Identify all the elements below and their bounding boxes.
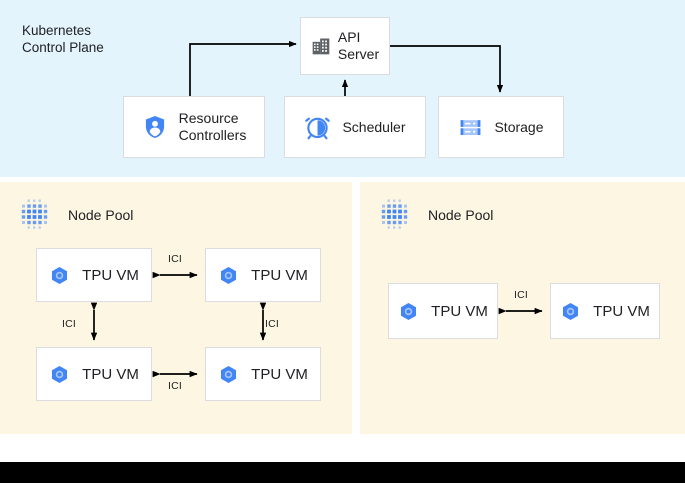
link-label-tl-tr: ICI <box>168 253 183 265</box>
tpu-vm-label: TPU VM <box>82 266 139 284</box>
tpu-vm-box[interactable]: TPU VM <box>550 283 660 339</box>
node-storage-label: Storage <box>494 118 544 135</box>
tpu-hexagon-icon <box>563 302 579 320</box>
node-pool-left-title: Node Pool <box>68 207 134 223</box>
control-plane-panel: Kubernetes Control Plane <box>0 0 685 177</box>
tpu-vm-label: TPU VM <box>251 365 308 383</box>
link-label-tl-bl: ICI <box>62 318 77 330</box>
node-pool-left-header: Node Pool <box>18 198 133 232</box>
arrow-api-server-to-storage <box>390 45 504 93</box>
tpu-vm-box[interactable]: TPU VM <box>205 248 321 302</box>
node-cluster-icon <box>21 199 48 229</box>
shield-user-icon <box>145 115 164 139</box>
node-api-server-label: API Server <box>337 29 380 62</box>
node-resource-controllers[interactable]: Resource Controllers <box>123 96 265 158</box>
node-storage[interactable]: Storage <box>438 96 564 158</box>
tpu-vm-label: TPU VM <box>593 302 650 320</box>
node-pool-right-header: Node Pool <box>378 198 493 232</box>
tpu-hexagon-icon <box>52 266 68 284</box>
tpu-hexagon-icon <box>221 365 237 383</box>
node-cluster-icon <box>381 199 408 229</box>
node-pool-right-panel: Node Pool ICI TPU VM <box>360 182 685 434</box>
tpu-hexagon-icon <box>401 302 417 320</box>
tpu-hexagon-icon <box>221 266 237 284</box>
link-label-bl-br: ICI <box>168 380 183 392</box>
tpu-vm-box[interactable]: TPU VM <box>36 248 152 302</box>
bottom-bar <box>0 462 685 483</box>
server-rack-icon <box>461 119 481 135</box>
tpu-vm-label: TPU VM <box>251 266 308 284</box>
node-scheduler[interactable]: Scheduler <box>284 96 426 158</box>
tpu-vm-box[interactable]: TPU VM <box>36 347 152 401</box>
node-pool-left-panel: Node Pool ICI ICI ICI ICI <box>0 182 352 434</box>
node-pool-right-title: Node Pool <box>428 207 494 223</box>
tpu-vm-box[interactable]: TPU VM <box>205 347 321 401</box>
node-scheduler-label: Scheduler <box>342 118 406 135</box>
tpu-vm-label: TPU VM <box>82 365 139 383</box>
tpu-vm-label: TPU VM <box>431 302 488 320</box>
link-label-tr-br: ICI <box>265 318 280 330</box>
building-icon <box>312 38 330 55</box>
alarm-clock-icon <box>305 117 331 139</box>
tpu-vm-box[interactable]: TPU VM <box>388 283 498 339</box>
node-api-server[interactable]: API Server <box>300 17 390 75</box>
arrow-resource-controllers-to-api-server <box>189 40 297 96</box>
node-resource-controllers-label: Resource Controllers <box>178 110 247 143</box>
control-plane-title: Kubernetes Control Plane <box>22 23 104 55</box>
link-label-r-l-to-r-r: ICI <box>514 289 529 301</box>
tpu-hexagon-icon <box>52 365 68 383</box>
